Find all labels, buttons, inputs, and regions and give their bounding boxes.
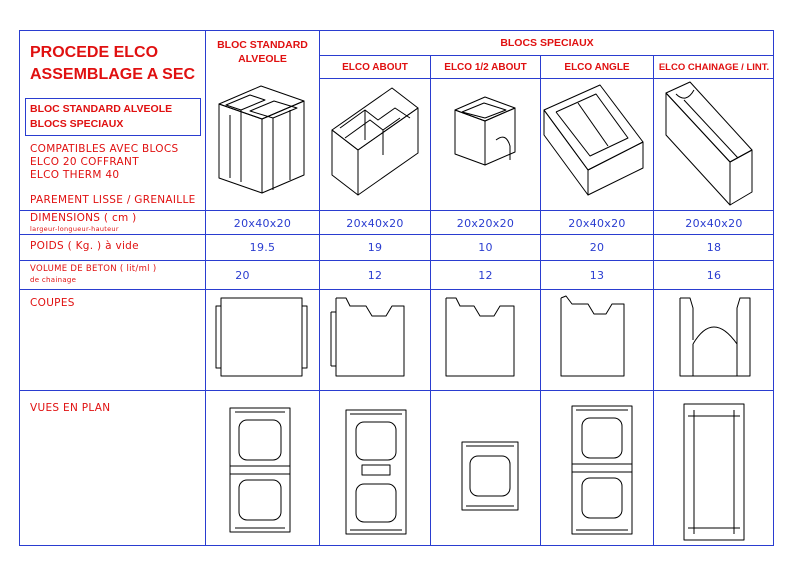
header-chainage: ELCO CHAINAGE / LINT. [658,62,770,73]
poids-value-half-about: 10 [478,241,493,254]
volume-value-standard: 20 [235,269,250,282]
header-standard: BLOC STANDARD ALVEOLE [206,38,319,66]
coupe-about [330,297,405,377]
header-standard-line-2: ALVEOLE [238,53,287,65]
dim-value-about: 20x40x20 [346,217,404,230]
poids-value-about: 19 [367,241,383,254]
row-sublabel-volume: de chainage [30,276,77,284]
row-sublabel-dimensions: largeur-longueur-hauteur [30,225,119,233]
compat-line-3: ELCO THERM 40 [30,169,120,181]
row-label-vues: VUES EN PLAN [30,402,111,414]
about-block-drawing [331,87,419,196]
coupe-standard [215,297,308,377]
header-standard-line-1: BLOC STANDARD [217,39,308,51]
row-label-poids: POIDS ( Kg. ) à vide [30,240,139,252]
plan-half-about [461,441,519,511]
coupe-chainage [679,297,751,377]
row-label-dimensions: DIMENSIONS ( cm ) [30,212,137,224]
dim-value-standard: 20x40x20 [233,217,292,230]
dim-value-half-about: 20x20x20 [456,217,515,230]
header-about: ELCO ABOUT [342,62,408,73]
row-label-coupes: COUPES [30,297,75,309]
compat-line-2: ELCO 20 COFFRANT [30,156,139,168]
header-half-about: ELCO 1/2 ABOUT [444,62,527,73]
volume-value-half-about: 12 [478,269,493,282]
box-label-line-2: BLOCS SPECIAUX [30,118,124,130]
plan-angle [571,405,633,535]
volume-value-angle: 13 [589,269,605,282]
compat-text: COMPATIBLES AVEC BLOCS ELCO 20 COFFRANT … [30,143,178,182]
volume-value-chainage: 16 [706,269,722,282]
coupe-angle [560,295,625,377]
half-about-block-drawing [454,96,516,166]
row-label-volume: VOLUME DE BETON ( lit/ml ) [30,264,157,274]
coupe-half-about [445,297,515,377]
compat-line-1: COMPATIBLES AVEC BLOCS [30,143,179,155]
plan-standard [229,407,291,533]
plan-chainage [683,403,745,541]
angle-block-drawing [543,84,644,196]
plan-about [345,409,407,535]
chainage-block-drawing [665,81,753,206]
standard-block-drawing [218,85,305,194]
box-label: BLOC STANDARD ALVEOLE BLOCS SPECIAUX [30,102,172,132]
dim-value-chainage: 20x40x20 [685,217,743,230]
dim-value-angle: 20x40x20 [568,217,626,230]
header-speciaux: BLOCS SPECIAUX [500,37,594,49]
volume-value-about: 12 [367,269,383,282]
poids-value-standard: 19.5 [249,241,276,254]
title-line-1: PROCEDE ELCO [30,44,159,61]
header-angle: ELCO ANGLE [564,62,630,73]
title-line-2: ASSEMBLAGE A SEC [30,66,196,83]
parement-text: PAREMENT LISSE / GRENAILLE [30,194,196,206]
page-title: PROCEDE ELCO ASSEMBLAGE A SEC [30,42,195,86]
poids-value-chainage: 18 [706,241,722,254]
poids-value-angle: 20 [589,241,605,254]
box-label-line-1: BLOC STANDARD ALVEOLE [30,103,173,115]
